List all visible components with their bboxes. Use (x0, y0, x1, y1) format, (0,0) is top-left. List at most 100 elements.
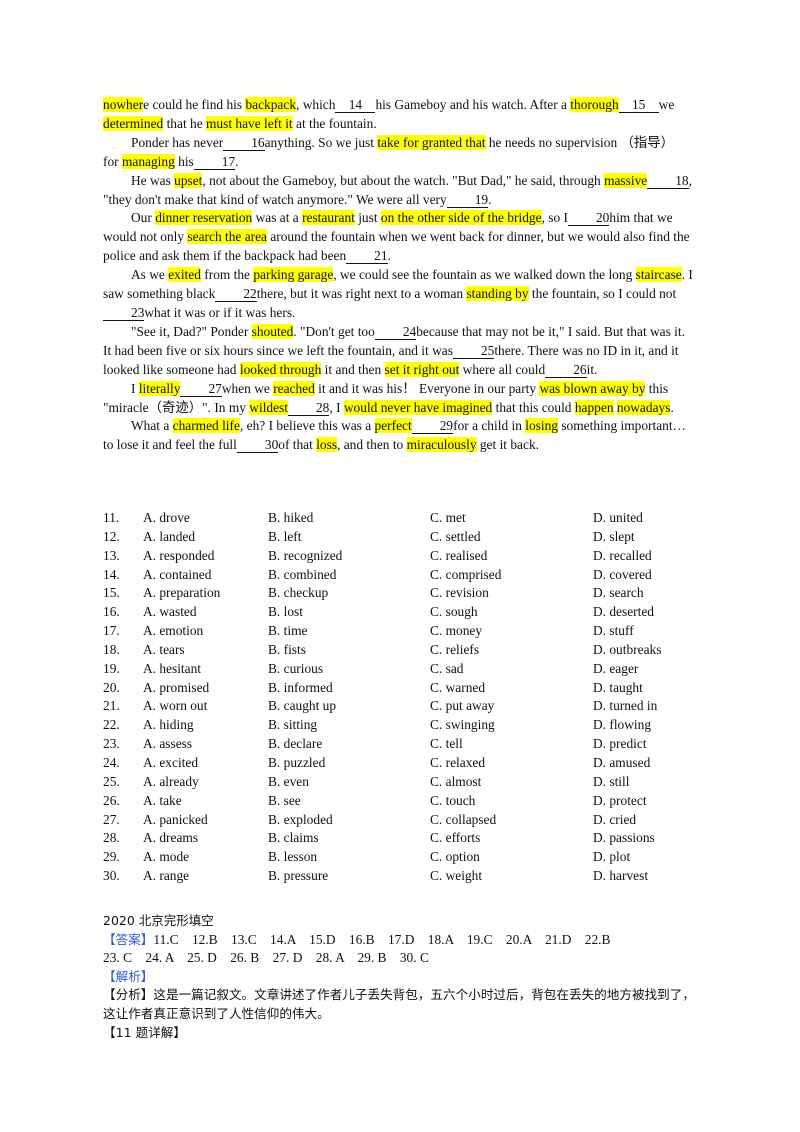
highlighted-text: perfect (374, 418, 412, 434)
question-number: 17. (103, 623, 120, 639)
option-b: B. even (268, 773, 309, 789)
option-d: D. flowing (593, 717, 652, 733)
answer-title: 2020 北京完形填空 (103, 913, 214, 928)
blank-17: 17 (193, 154, 236, 170)
highlighted-text: losing (525, 418, 558, 434)
highlighted-text: backpack (245, 97, 297, 112)
passage-text: the fountain, so I could not (528, 286, 677, 302)
highlighted-text: dinner reservation (155, 210, 253, 226)
option-d: D. turned in (593, 698, 658, 714)
option-c: C. sad (430, 660, 464, 676)
option-a: A. excited (143, 754, 199, 770)
passage-text: for a child in (453, 418, 526, 434)
option-a: A. responded (143, 547, 215, 563)
passage-text: , I (329, 399, 344, 415)
highlighted-text: reached (273, 380, 315, 396)
passage-text: . "Don't get too (293, 323, 375, 339)
option-d: D. harvest (593, 868, 649, 884)
option-c: C. efforts (430, 830, 481, 846)
option-d: D. united (593, 510, 643, 525)
answer-values-1: 11.C 12.B 13.C 14.A 15.D 16.B 17.D 18.A … (153, 931, 611, 947)
option-c: C. sough (430, 604, 478, 620)
passage-text: , which (296, 97, 336, 112)
passage-text: Ponder has never (131, 134, 224, 150)
option-a: A. hiding (143, 717, 194, 733)
option-a: A. worn out (143, 698, 208, 714)
option-c: C. touch (430, 792, 476, 808)
passage-text: just (354, 210, 381, 226)
option-a: A. already (143, 773, 199, 789)
passage-text: it and it was his！ Everyone in our party (314, 380, 540, 396)
question-number: 16. (103, 604, 120, 620)
option-c: C. almost (430, 773, 482, 789)
highlighted-text: literally (138, 380, 181, 396)
detail-label: 【11 题详解】 (103, 1024, 186, 1040)
passage-text: , and then to (337, 437, 407, 453)
highlighted-text: on the other side of the bridge (380, 210, 542, 226)
option-d: D. eager (593, 660, 639, 676)
passage-text: where all could (459, 361, 546, 377)
question-number: 18. (103, 641, 120, 657)
blank-23: 23 (103, 305, 145, 321)
option-b: B. exploded (268, 811, 333, 827)
passage-text: there. There was no ID in it, and it loo… (103, 342, 679, 377)
paragraph-8: What a charmed life, eh? I believe this … (103, 417, 693, 455)
highlighted-text: miraculously (406, 437, 477, 453)
option-c: C. put away (430, 698, 495, 714)
option-a: A. hesitant (143, 660, 202, 676)
question-number: 30. (103, 868, 120, 884)
highlighted-text: managing (121, 153, 175, 169)
highlighted-text: happen (574, 399, 614, 415)
passage-text: He was (131, 172, 175, 188)
option-d: D. covered (593, 566, 652, 582)
answer-section: 2020 北京完形填空 【答案】11.C 12.B 13.C 14.A 15.D… (103, 912, 703, 1042)
option-b: B. claims (268, 830, 319, 846)
paragraph-1: nowhere could he find his backpack, whic… (103, 96, 693, 134)
option-c: C. met (430, 510, 466, 525)
passage-text: . I saw something black (103, 267, 693, 302)
option-c: C. warned (430, 679, 486, 695)
passage-text: it and then (321, 361, 385, 377)
option-c: C. realised (430, 547, 488, 563)
answer-line-2: 23. C 24. A 25. D 26. B 27. D 28. A 29. … (103, 949, 703, 968)
question-number: 12. (103, 528, 120, 544)
passage-text: , so I (541, 210, 568, 226)
option-d: D. still (593, 773, 630, 789)
passage-text: from the (200, 267, 254, 283)
highlighted-text: exited (168, 267, 201, 283)
option-d: D. predict (593, 736, 647, 752)
option-c: C. money (430, 623, 483, 639)
paragraph-5: As we exited from the parking garage, we… (103, 266, 693, 323)
passage-text: . (235, 153, 239, 169)
passage-text: that he (163, 115, 206, 131)
passage-text: when we (221, 380, 274, 396)
blank-25: 25 (452, 343, 495, 359)
highlighted-text: upset (174, 172, 203, 188)
option-a: A. drove (143, 510, 190, 525)
option-a: A. range (143, 868, 190, 884)
option-c: C. reliefs (430, 641, 480, 657)
passage-text: it. (586, 361, 598, 377)
highlighted-text: standing by (466, 286, 529, 302)
blank-21: 21 (346, 249, 388, 265)
option-d: D. deserted (593, 604, 654, 620)
paragraph-6: "See it, Dad?" Ponder shouted. "Don't ge… (103, 323, 693, 380)
passage-text: anything. So we just (264, 134, 378, 150)
passage-text: . (387, 248, 391, 264)
blank-26: 26 (545, 362, 587, 378)
option-d: D. outbreaks (593, 641, 662, 657)
option-a: A. dreams (143, 830, 199, 846)
passage-text: , we could see the fountain as we walked… (333, 267, 636, 283)
option-d: D. slept (593, 528, 635, 544)
